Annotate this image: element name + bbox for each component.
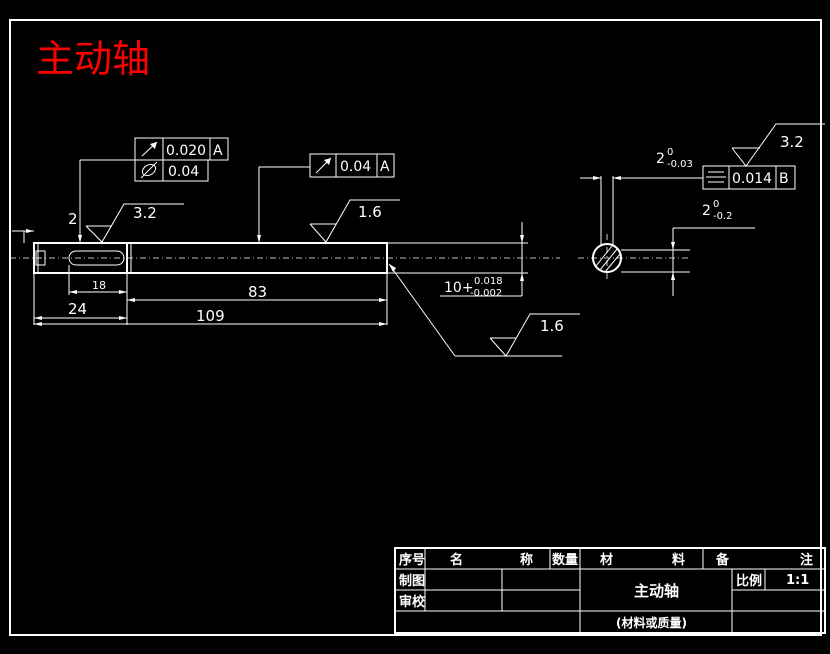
svg-text:料: 料 [672,552,685,568]
drawing-title: 主动轴 [36,37,150,81]
drawn-by-label: 制图 [399,573,425,589]
svg-text:0.020: 0.020 [166,143,206,159]
svg-text:序号: 序号 [399,552,425,568]
svg-text:1.6: 1.6 [358,203,382,221]
section-circle [592,243,622,273]
dim-key-width: 2 [656,151,665,167]
surface-finish-lower: 1.6 [388,263,580,357]
svg-text:备: 备 [715,552,730,568]
scale-label: 比例 [736,573,762,589]
shaft-view: 2 0.020 A 0.04 3.2 [10,137,580,357]
svg-text:称: 称 [520,552,533,568]
svg-text:A: A [213,143,223,159]
svg-text:B: B [779,171,789,187]
tolerance-frame-symmetry: 0.014 B [702,165,796,190]
section-view: 2 0 -0.03 0.014 B 3.2 2 0 -0.2 [578,123,825,296]
svg-text:-0.2: -0.2 [713,211,733,222]
surface-finish-left: 3.2 [85,203,184,243]
dim-diameter: 10+ [444,280,474,296]
svg-text:1.6: 1.6 [540,317,564,335]
svg-text:0: 0 [667,147,673,158]
svg-text:3.2: 3.2 [133,204,157,222]
dim-key-length: 18 [92,279,106,292]
tolerance-frame-runout-right: 0.04 A [257,153,395,243]
checked-by-label: 审校 [399,594,426,610]
svg-text:0.04: 0.04 [340,159,371,175]
material-mass: (材料或质量) [616,615,687,630]
svg-text:-0.03: -0.03 [667,159,693,170]
svg-text:-0.002: -0.002 [470,288,502,299]
dim-shoulder-offset: 2 [68,210,78,228]
center-hole [35,250,46,266]
svg-text:数量: 数量 [552,552,578,568]
tolerance-frame-cylindricity: 0.04 [134,159,209,182]
keyway-slot [68,250,125,266]
cylindricity-icon [141,163,157,177]
title-block: 序号 名 称 数量 材 料 备 注 制图 审校 主动轴 (材料或质量) 比例 1… [394,547,826,634]
scale-value: 1:1 [786,573,809,588]
dim-mid-section: 83 [248,283,267,301]
drawing-border [9,19,822,636]
svg-text:注: 注 [800,552,813,568]
svg-text:名: 名 [450,552,463,568]
surface-finish-middle: 1.6 [309,199,400,243]
svg-text:0: 0 [713,199,719,210]
svg-text:0.018: 0.018 [474,276,503,287]
shaft-body [33,242,388,274]
tolerance-frame-runout: 0.020 A [134,137,229,161]
svg-text:材: 材 [600,552,613,568]
dim-overall-length: 109 [196,307,225,325]
dim-key-depth: 2 [702,203,711,219]
svg-text:0.04: 0.04 [168,164,199,180]
dim-left-section: 24 [68,300,87,318]
svg-text:3.2: 3.2 [780,133,804,151]
surface-finish-section: 3.2 [731,123,825,167]
part-name: 主动轴 [634,582,679,600]
svg-text:A: A [380,159,390,175]
svg-text:0.014: 0.014 [732,171,772,187]
